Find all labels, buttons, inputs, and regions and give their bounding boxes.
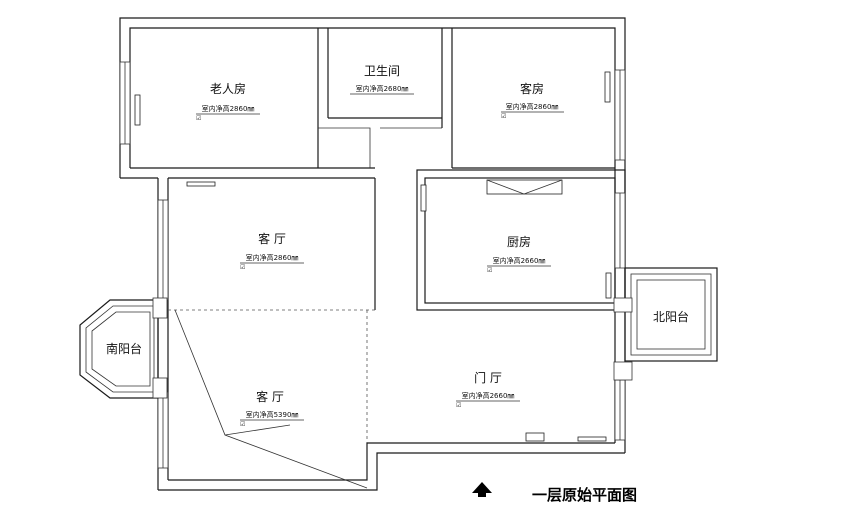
mark-kitchen: ☑ xyxy=(487,267,492,274)
room-name-elderly: 老人房 xyxy=(210,81,246,96)
room-height-guest: 室内净高2860㎜ xyxy=(506,102,559,111)
room-name-guest: 客房 xyxy=(520,81,544,96)
room-name-living-upper: 客 厅 xyxy=(258,231,286,246)
mark-foyer: ☑ xyxy=(456,402,461,409)
room-height-kitchen: 室内净高2660㎜ xyxy=(493,256,546,265)
arrow-up-icon xyxy=(472,482,492,497)
windows xyxy=(119,61,626,469)
room-foyer: 门 厅 室内净高2660㎜ ☑ xyxy=(456,370,520,409)
room-south-balcony: 南阳台 xyxy=(106,341,142,356)
room-name-kitchen: 厨房 xyxy=(507,234,531,249)
interior-walls xyxy=(130,28,626,489)
room-living-upper: 客 厅 室内净高2860㎜ ☑ xyxy=(240,231,304,271)
room-height-living-upper: 室内净高2860㎜ xyxy=(246,253,299,262)
room-name-south-balcony: 南阳台 xyxy=(106,341,142,356)
plan-title: 一层原始平面图 xyxy=(532,486,637,504)
room-height-elderly: 室内净高2860㎜ xyxy=(202,104,255,113)
room-name-north-balcony: 北阳台 xyxy=(653,309,689,324)
room-elderly: 老人房 室内净高2860㎜ ☑ xyxy=(196,81,260,122)
room-living-lower: 客 厅 室内净高5390㎜ ☑ xyxy=(240,389,304,428)
mark-living-lower: ☑ xyxy=(240,421,245,428)
room-name-living-lower: 客 厅 xyxy=(256,389,284,404)
north-balcony-outline xyxy=(613,267,718,381)
room-guest: 客房 室内净高2860㎜ ☑ xyxy=(501,81,564,120)
room-north-balcony: 北阳台 xyxy=(653,309,689,324)
room-name-foyer: 门 厅 xyxy=(474,370,502,385)
room-height-bathroom: 室内净高2680㎜ xyxy=(356,84,409,93)
mark-living-upper: ☑ xyxy=(240,264,245,271)
room-height-foyer: 室内净高2660㎜ xyxy=(462,391,515,400)
room-height-living-lower: 室内净高5390㎜ xyxy=(246,410,299,419)
room-bathroom: 卫生间 室内净高2680㎜ xyxy=(350,64,414,95)
room-name-bathroom: 卫生间 xyxy=(364,64,400,78)
radiators xyxy=(134,71,612,442)
mark-elderly: ☑ xyxy=(196,115,201,122)
room-kitchen: 厨房 室内净高2660㎜ ☑ xyxy=(487,234,551,274)
south-balcony-outline xyxy=(79,297,168,399)
mark-guest: ☑ xyxy=(501,113,506,120)
